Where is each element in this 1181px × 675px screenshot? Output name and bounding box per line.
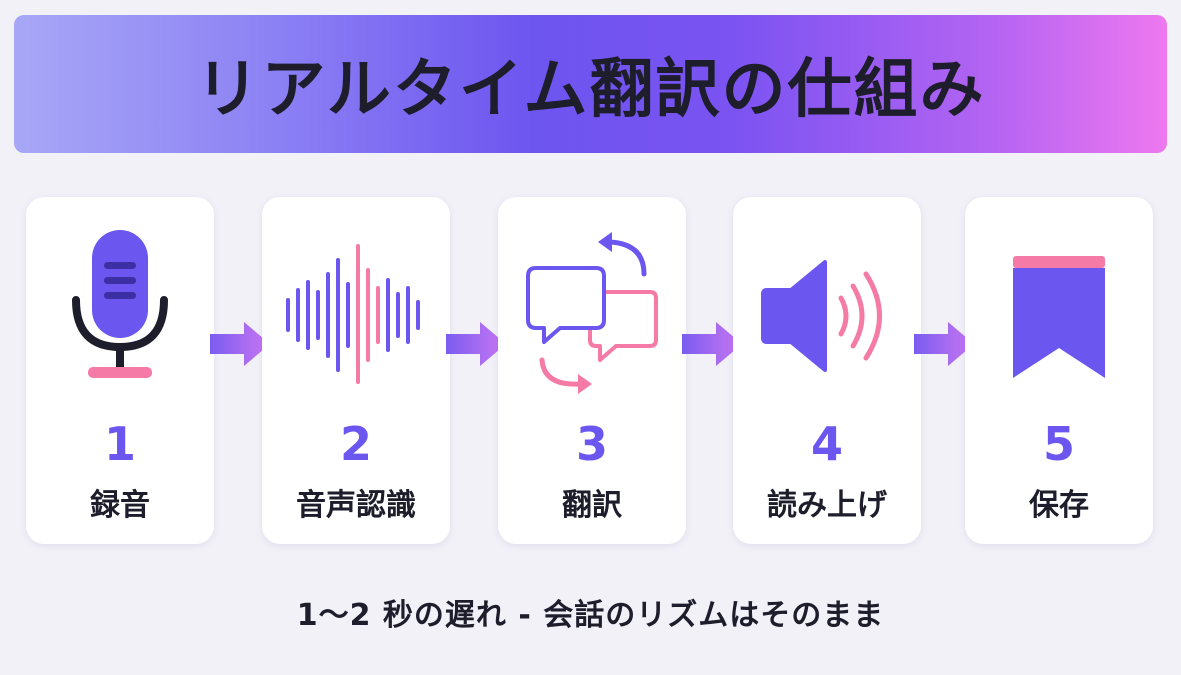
sound-wave-icon xyxy=(262,222,450,397)
step-card-save: 5 保存 xyxy=(965,197,1153,544)
step-number: 5 xyxy=(1042,417,1075,471)
speaker-icon xyxy=(733,222,921,397)
page-title: リアルタイム翻訳の仕組み xyxy=(195,53,986,127)
arrow-right-icon xyxy=(444,318,508,370)
step-label: 録音 xyxy=(90,488,150,523)
arrow-right-icon xyxy=(208,318,272,370)
step-label: 読み上げ xyxy=(767,488,887,523)
translate-chat-icon xyxy=(498,222,686,397)
microphone-icon xyxy=(26,222,214,397)
step-number: 2 xyxy=(339,417,372,471)
step-label: 音声認識 xyxy=(296,488,416,523)
title-banner: リアルタイム翻訳の仕組み xyxy=(14,15,1167,153)
latency-note: 1～2 秒の遅れ - 会話のリズムはそのまま xyxy=(296,598,885,633)
step-label: 翻訳 xyxy=(562,488,622,523)
step-card-read-aloud: 4 読み上げ xyxy=(733,197,921,544)
step-card-speech-recognition: 2 音声認識 xyxy=(262,197,450,544)
step-card-recording: 1 録音 xyxy=(26,197,214,544)
step-card-translation: 3 翻訳 xyxy=(498,197,686,544)
step-number: 4 xyxy=(810,417,843,471)
step-number: 1 xyxy=(103,417,136,471)
arrow-right-icon xyxy=(912,318,976,370)
bookmark-icon xyxy=(965,222,1153,397)
arrow-right-icon xyxy=(680,318,744,370)
step-number: 3 xyxy=(575,417,608,471)
step-label: 保存 xyxy=(1029,488,1089,523)
